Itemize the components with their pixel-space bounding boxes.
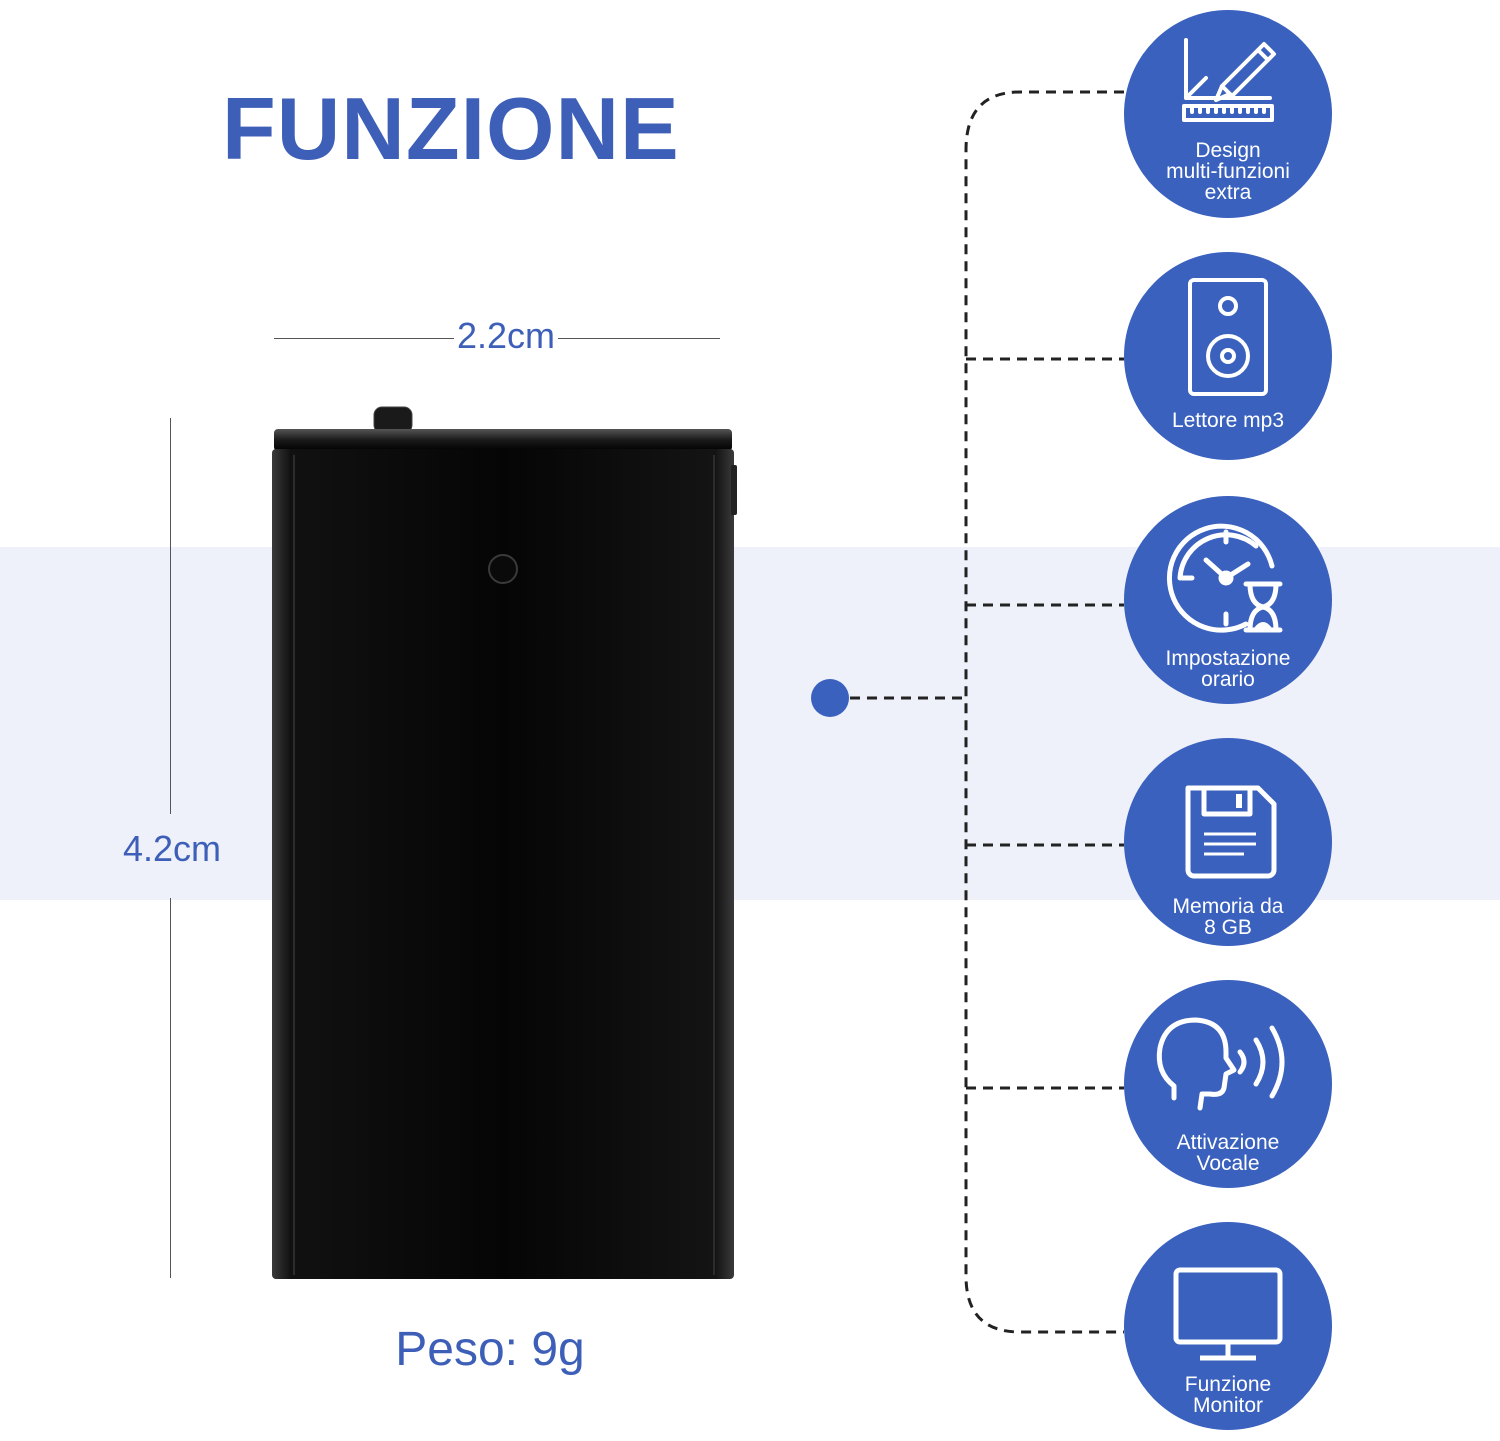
feature-voice-activation: Attivazione Vocale	[1124, 980, 1332, 1188]
side-switch	[731, 465, 737, 515]
voice-activation-icon	[1156, 1017, 1285, 1111]
feature-memory: Memoria da 8 GB	[1124, 738, 1332, 946]
feature-monitor: Funzione Monitor	[1124, 1222, 1332, 1430]
width-dimension-line-right	[558, 338, 720, 339]
height-dimension-label: 4.2cm	[122, 828, 222, 869]
feature-voice-activation-label: Attivazione Vocale	[1176, 1131, 1280, 1175]
feature-design-label: Design multi-funzioni extra	[1166, 139, 1290, 204]
speaker-icon	[1188, 278, 1268, 396]
width-dimension-line-left	[274, 338, 454, 339]
voice-recorder-device	[272, 406, 737, 1279]
design-ruler-pen-icon	[1182, 38, 1276, 122]
top-cap	[274, 429, 732, 451]
height-dimension-line-bottom	[170, 898, 171, 1278]
connector-origin-dot	[811, 679, 849, 717]
page-title: FUNZIONE	[222, 79, 680, 178]
feature-design: Design multi-funzioni extra	[1124, 10, 1332, 218]
feature-monitor-label: Funzione Monitor	[1184, 1373, 1272, 1417]
width-dimension-label: 2.2cm	[456, 315, 556, 356]
feature-mp3-label: Lettore mp3	[1171, 409, 1285, 432]
feature-memory-label: Memoria da 8 GB	[1172, 895, 1284, 939]
feature-time-setting-label: Impostazione orario	[1165, 647, 1291, 691]
feature-time-setting: Impostazione orario	[1124, 496, 1332, 704]
feature-mp3: Lettore mp3	[1124, 252, 1332, 460]
height-dimension-line-top	[170, 418, 171, 814]
monitor-icon	[1173, 1267, 1283, 1361]
device-body	[272, 449, 734, 1279]
weight-label: Peso: 9g	[395, 1323, 585, 1376]
floppy-disk-icon	[1185, 785, 1277, 879]
clock-hourglass-icon	[1166, 523, 1283, 633]
record-button	[488, 554, 518, 584]
